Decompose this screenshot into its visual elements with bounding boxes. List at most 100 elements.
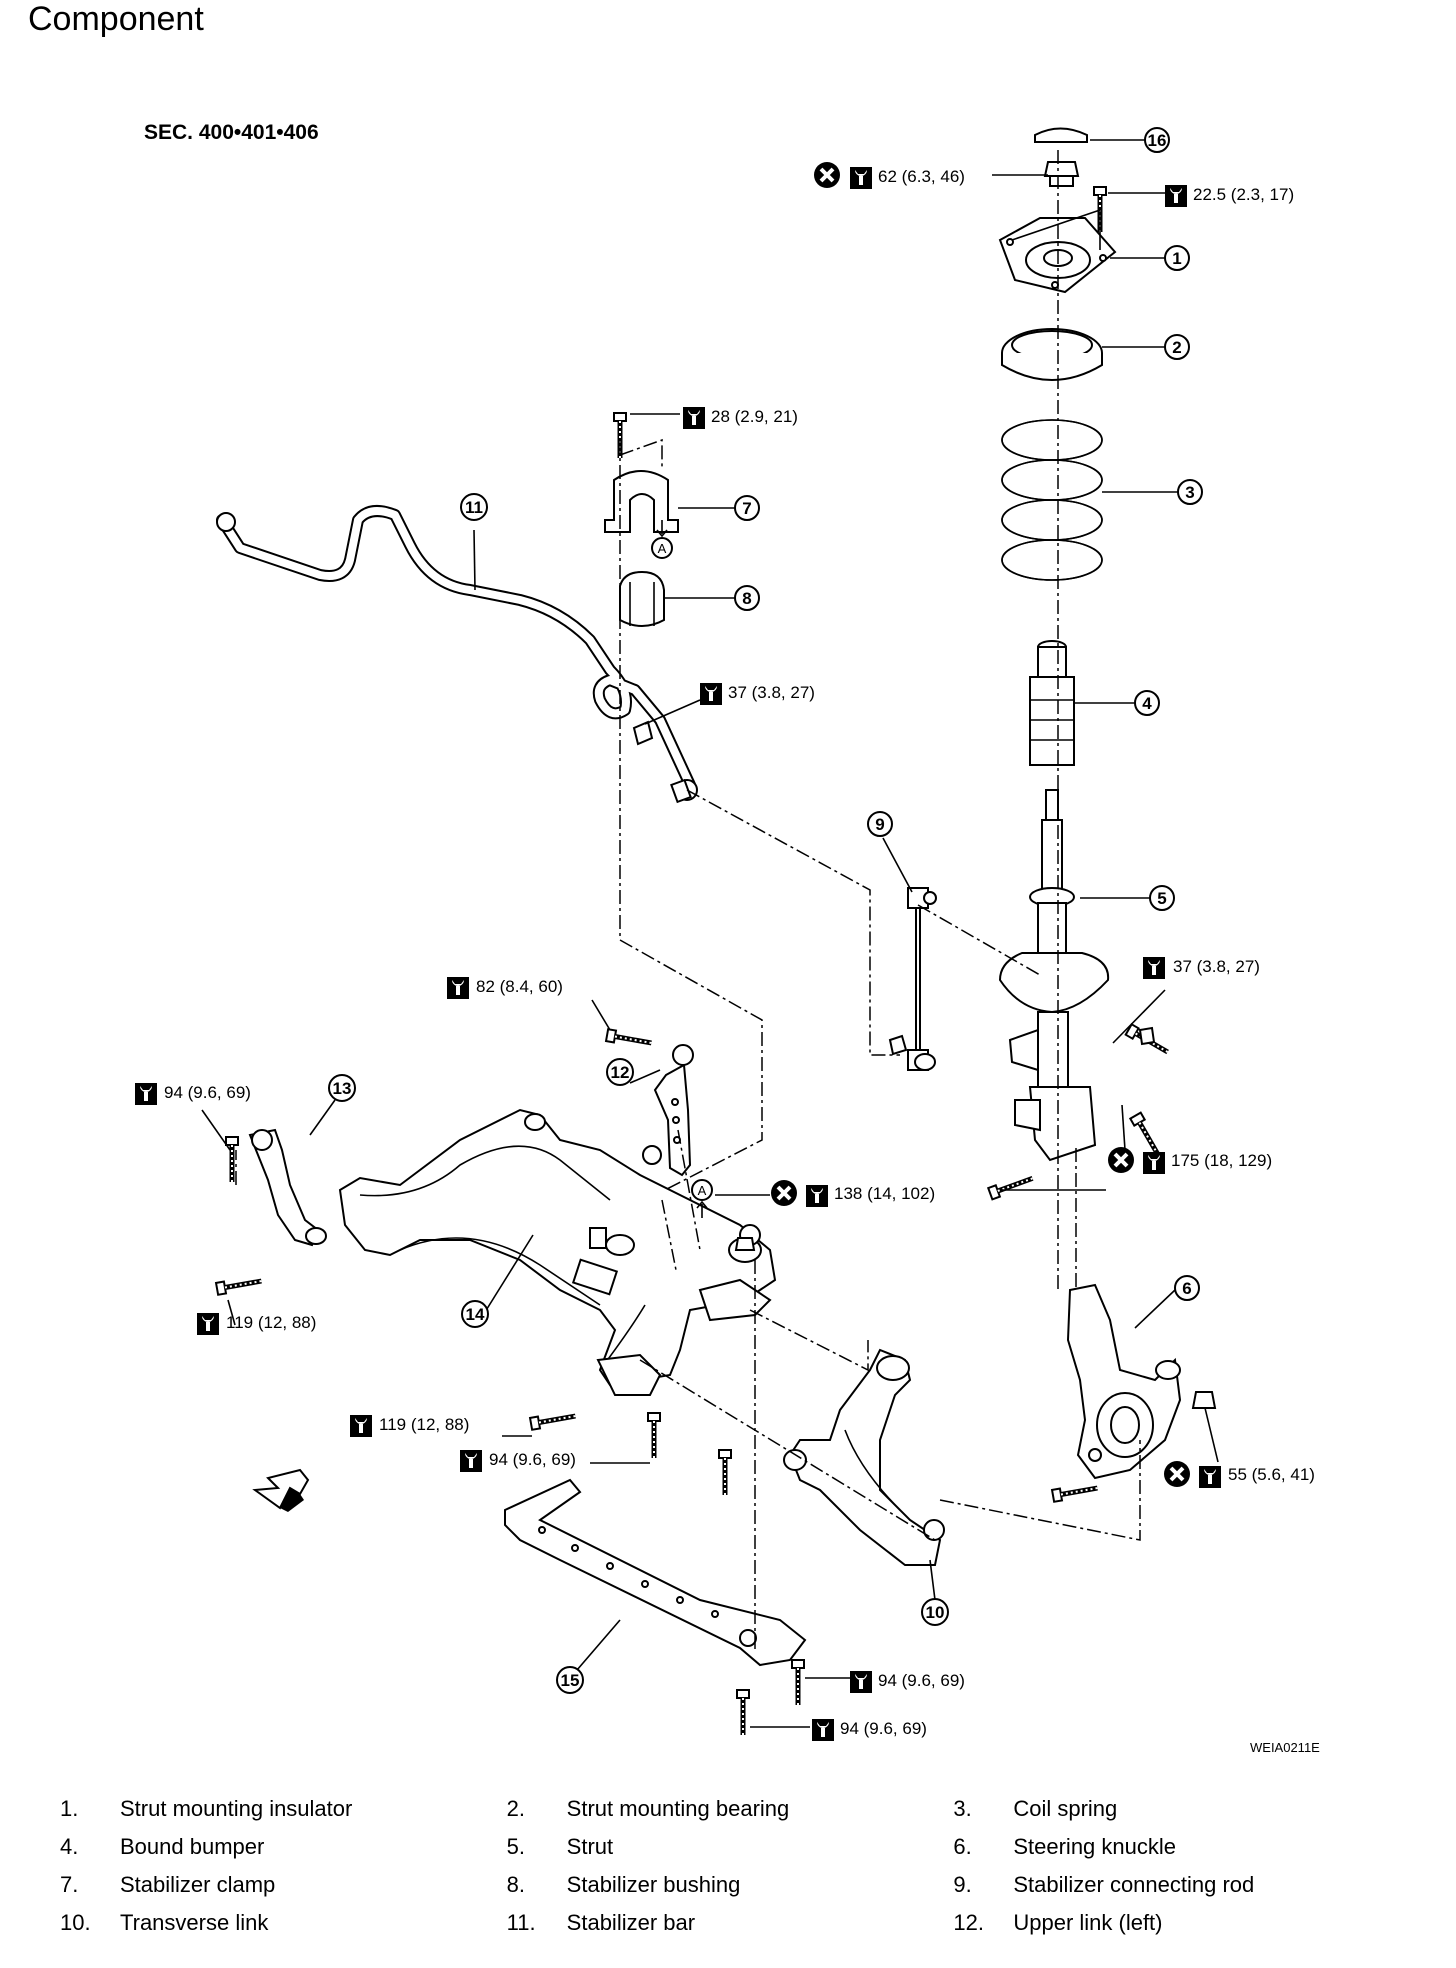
callout-15: 15 bbox=[556, 1666, 584, 1694]
legend-item: 7. Stabilizer clamp bbox=[60, 1872, 507, 1898]
svg-text:22.5 (2.3, 17): 22.5 (2.3, 17) bbox=[1193, 185, 1294, 204]
legend-name: Stabilizer clamp bbox=[120, 1872, 276, 1897]
legend-name: Bound bumper bbox=[120, 1834, 265, 1859]
legend-name: Stabilizer bar bbox=[566, 1910, 696, 1935]
assembly-lines bbox=[235, 150, 1141, 1650]
callout-16: 16 bbox=[1144, 127, 1170, 153]
stabilizer-bushing-part-8 bbox=[619, 570, 665, 627]
callout-8: 8 bbox=[734, 585, 760, 611]
legend-number: 7. bbox=[60, 1872, 79, 1897]
svg-text:82 (8.4, 60): 82 (8.4, 60) bbox=[476, 977, 563, 996]
upper-link-part-13 bbox=[248, 1128, 327, 1247]
svg-text:12: 12 bbox=[611, 1063, 630, 1082]
torque-37-b: 37 (3.8, 27) bbox=[1143, 957, 1260, 979]
legend-name: Strut mounting insulator bbox=[120, 1796, 353, 1821]
callout-2: 2 bbox=[1164, 334, 1190, 360]
torque-82: 82 (8.4, 60) bbox=[447, 977, 563, 999]
member-brace-part-15 bbox=[504, 1478, 807, 1667]
section-ref: SEC. 400•401•406 bbox=[144, 121, 319, 144]
svg-text:9: 9 bbox=[875, 815, 884, 834]
cap-part-16 bbox=[1034, 127, 1088, 143]
legend-number: 8. bbox=[506, 1872, 526, 1897]
torque-labels: 62 (6.3, 46) 22.5 (2.3, 17) 28 (2.9, 21)… bbox=[135, 160, 1315, 1741]
callout-1: 1 bbox=[1164, 245, 1190, 271]
transverse-link-part-10 bbox=[783, 1348, 945, 1566]
svg-text:119 (12, 88): 119 (12, 88) bbox=[226, 1313, 316, 1332]
svg-text:6: 6 bbox=[1182, 1279, 1191, 1298]
svg-text:1: 1 bbox=[1172, 249, 1181, 268]
torque-138: 138 (14, 102) bbox=[769, 1178, 935, 1208]
callout-6: 6 bbox=[1174, 1275, 1200, 1301]
legend-number: 4. bbox=[60, 1834, 79, 1859]
callout-12: 12 bbox=[606, 1058, 634, 1086]
svg-text:28 (2.9, 21): 28 (2.9, 21) bbox=[711, 407, 798, 426]
svg-text:2: 2 bbox=[1172, 338, 1181, 357]
legend-item: 9.Stabilizer connecting rod bbox=[953, 1872, 1400, 1898]
svg-text:A: A bbox=[658, 541, 667, 556]
legend-name: Stabilizer connecting rod bbox=[1013, 1872, 1255, 1897]
torque-37-a: 37 (3.8, 27) bbox=[700, 683, 815, 705]
callout-5: 5 bbox=[1149, 885, 1175, 911]
legend-number: 2. bbox=[506, 1796, 526, 1821]
legend-row: 7.Stabilizer clamp 8.Stabilizer bushing … bbox=[60, 1866, 1400, 1904]
svg-text:94 (9.6, 69): 94 (9.6, 69) bbox=[878, 1671, 965, 1690]
svg-text:119 (12, 88): 119 (12, 88) bbox=[379, 1415, 469, 1434]
coil-spring-part-3 bbox=[1001, 419, 1103, 581]
legend-row: 10.Transverse link 11. Stabilizer bar 12.… bbox=[60, 1904, 1400, 1942]
legend-number: 5. bbox=[506, 1834, 526, 1859]
svg-text:4: 4 bbox=[1142, 694, 1152, 713]
svg-text:8: 8 bbox=[742, 589, 751, 608]
legend-item: 10.Transverse link bbox=[60, 1910, 507, 1936]
leader-lines bbox=[201, 139, 1219, 1728]
steering-knuckle-part-6 bbox=[1066, 1283, 1182, 1480]
callout-7: 7 bbox=[734, 495, 760, 521]
bound-bumper-part-4 bbox=[1029, 640, 1075, 766]
legend-number: 11. bbox=[506, 1910, 536, 1935]
legend-name: Coil spring bbox=[1013, 1796, 1118, 1821]
svg-text:94 (9.6, 69): 94 (9.6, 69) bbox=[840, 1719, 927, 1738]
torque-94-c: 94 (9.6, 69) bbox=[850, 1671, 965, 1693]
stabilizer-rod-part-9 bbox=[907, 887, 937, 1071]
torque-22-5: 22.5 (2.3, 17) bbox=[1165, 185, 1294, 207]
legend-number: 6. bbox=[953, 1834, 972, 1859]
torque-119-a: 119 (12, 88) bbox=[197, 1313, 316, 1335]
strut-part-5 bbox=[998, 789, 1110, 1162]
callout-11: 11 bbox=[460, 493, 488, 521]
crossmember-part-14 bbox=[338, 1108, 777, 1396]
torque-62: 62 (6.3, 46) bbox=[812, 160, 965, 190]
legend-row: 4.Bound bumper 5.Strut 6.Steering knuckl… bbox=[60, 1828, 1400, 1866]
legend-name: Transverse link bbox=[120, 1910, 269, 1935]
legend-row: 1.Strut mounting insulator 2. Strut mount… bbox=[60, 1790, 1400, 1828]
callout-4: 4 bbox=[1134, 690, 1160, 716]
svg-text:A: A bbox=[698, 1183, 707, 1198]
torque-28: 28 (2.9, 21) bbox=[683, 407, 798, 429]
page-title: Component bbox=[28, 0, 204, 38]
svg-text:10: 10 bbox=[926, 1603, 945, 1622]
svg-text:11: 11 bbox=[465, 498, 483, 517]
svg-text:94 (9.6, 69): 94 (9.6, 69) bbox=[489, 1450, 576, 1469]
svg-text:3: 3 bbox=[1185, 483, 1194, 502]
callout-3: 3 bbox=[1177, 479, 1203, 505]
legend-name: Upper link (left) bbox=[1013, 1910, 1163, 1935]
legend-item: 5.Strut bbox=[507, 1834, 954, 1860]
strut-nut bbox=[1043, 161, 1080, 177]
parts-legend: 1.Strut mounting insulator 2. Strut mount… bbox=[60, 1790, 1400, 1942]
legend-name: Stabilizer bushing bbox=[566, 1872, 741, 1897]
upper-link-part-12 bbox=[642, 1044, 694, 1177]
svg-text:5: 5 bbox=[1157, 889, 1166, 908]
legend-item: 12.Upper link (left) bbox=[953, 1910, 1400, 1936]
stabilizer-clamp-part-7 bbox=[604, 470, 679, 533]
callout-13: 13 bbox=[328, 1074, 356, 1102]
legend-name: Strut mounting bearing bbox=[566, 1796, 790, 1821]
front-arrow-icon bbox=[252, 1468, 310, 1512]
legend-item: 3. Coil spring bbox=[953, 1796, 1400, 1822]
torque-55: 55 (5.6, 41) bbox=[1162, 1459, 1315, 1489]
svg-text:37 (3.8, 27): 37 (3.8, 27) bbox=[1173, 957, 1260, 976]
callout-10: 10 bbox=[921, 1598, 949, 1626]
legend-item: 8. Stabilizer bushing bbox=[507, 1872, 954, 1898]
legend-item: 1.Strut mounting insulator bbox=[60, 1796, 507, 1822]
ref-marker-a-1: A bbox=[651, 520, 673, 559]
callout-9: 9 bbox=[867, 811, 893, 837]
legend-item: 2. Strut mounting bearing bbox=[507, 1796, 954, 1822]
legend-number: 3. bbox=[953, 1796, 972, 1821]
